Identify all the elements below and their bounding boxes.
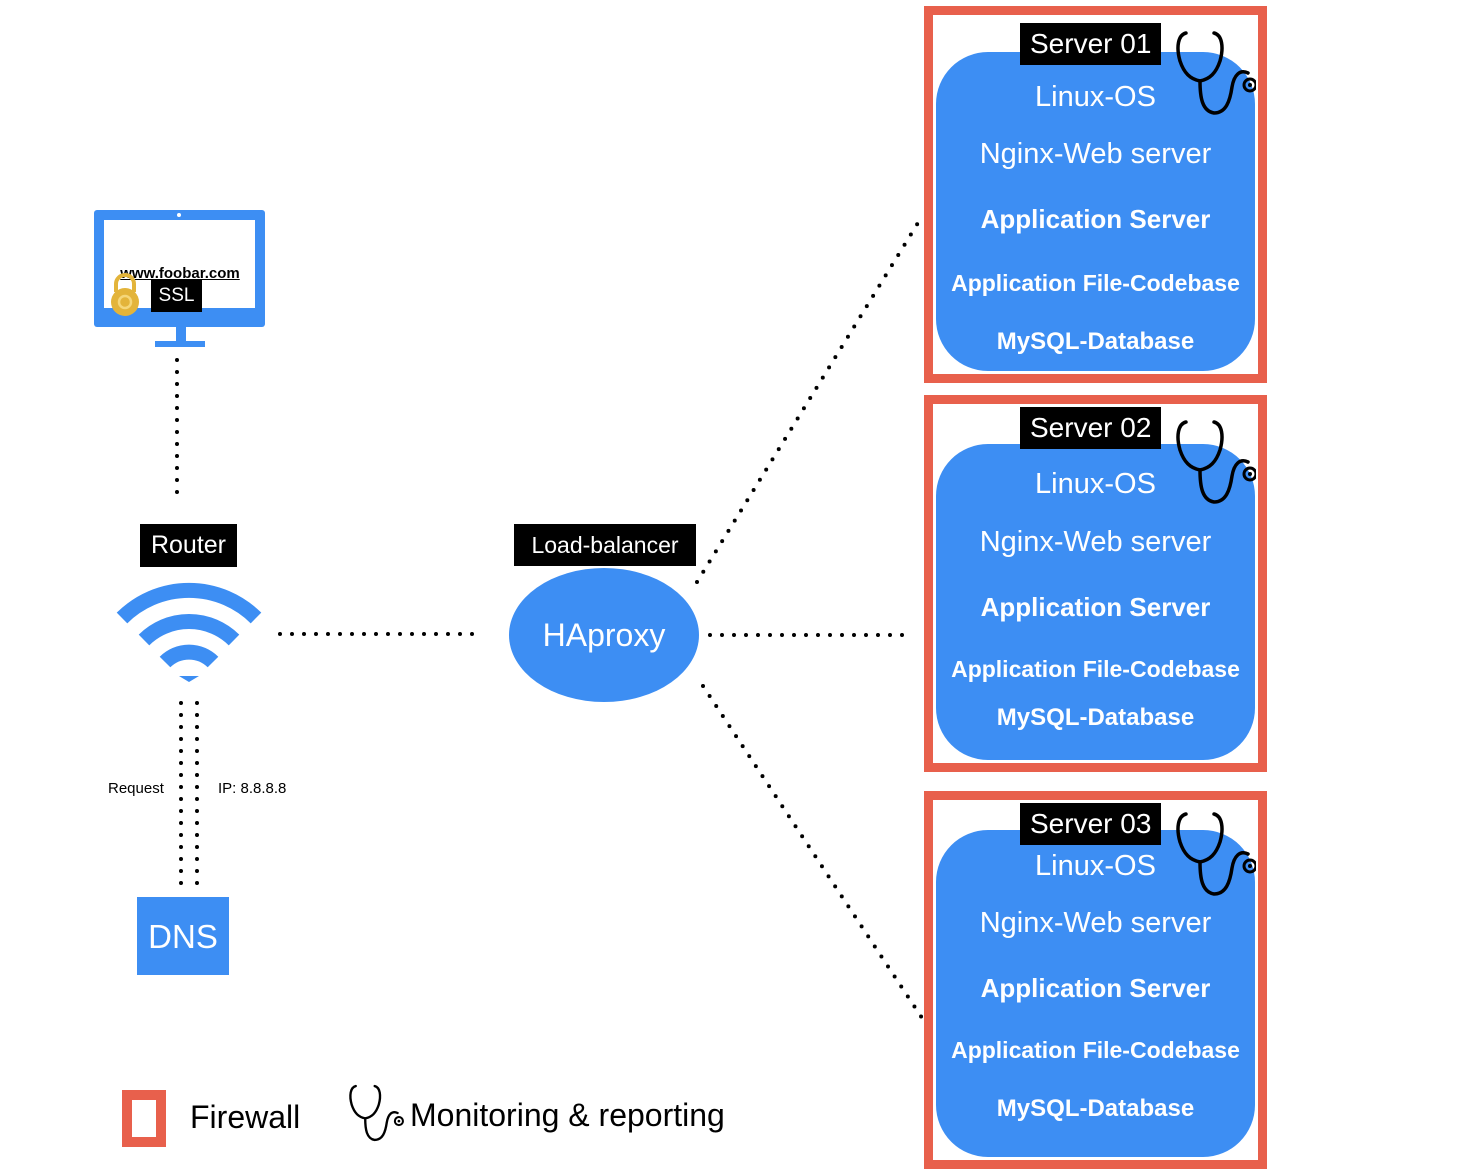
server-01-app-server: Application Server — [980, 204, 1211, 234]
server-02-firewall: Linux-OS Nginx-Web server Application Se… — [924, 395, 1267, 772]
dns-server: DNS — [137, 897, 229, 975]
router-label: Router — [140, 524, 237, 567]
server-01-os: Linux-OS — [1035, 81, 1156, 113]
server-02-os: Linux-OS — [1035, 468, 1156, 500]
stethoscope-icon — [1176, 420, 1256, 504]
server-02-stack: Linux-OS Nginx-Web server Application Se… — [936, 444, 1255, 760]
server-02-codebase: Application File-Codebase — [951, 656, 1240, 682]
server-01-web-server: Nginx-Web server — [979, 138, 1212, 170]
server-01-title: Server 01 — [1020, 23, 1162, 65]
ip-address-label: IP: 8.8.8.8 — [218, 780, 287, 797]
stethoscope-icon — [1176, 812, 1256, 896]
server-03-title: Server 03 — [1020, 803, 1162, 845]
server-03-codebase: Application File-Codebase — [951, 1037, 1240, 1063]
monitor-camera — [177, 213, 181, 217]
server-02-app-server: Application Server — [980, 592, 1211, 622]
stethoscope-icon — [1176, 31, 1256, 115]
load-balancer-label: Load-balancer — [514, 524, 696, 566]
server-03-firewall: Linux-OS Nginx-Web server Application Se… — [924, 791, 1267, 1169]
server-03-os: Linux-OS — [1035, 850, 1156, 882]
server-02-web-server: Nginx-Web server — [979, 526, 1212, 558]
server-03-database: MySQL-Database — [996, 1095, 1195, 1122]
haproxy-server01-link — [695, 216, 923, 584]
server-01-firewall: Linux-OS Nginx-Web server Application Se… — [924, 6, 1267, 383]
server-02-database: MySQL-Database — [996, 704, 1195, 731]
haproxy-node: HAproxy — [509, 568, 699, 702]
server-01-database: MySQL-Database — [996, 328, 1195, 355]
website-url[interactable]: www.foobar.com — [120, 265, 240, 282]
monitoring-legend-label: Monitoring & reporting — [410, 1097, 725, 1133]
firewall-legend-label: Firewall — [190, 1099, 301, 1135]
server-03-app-server: Application Server — [980, 973, 1211, 1003]
server-03-web-server: Nginx-Web server — [979, 907, 1212, 939]
request-label: Request — [108, 780, 164, 797]
server-01-codebase: Application File-Codebase — [951, 270, 1240, 296]
wifi-icon — [116, 582, 262, 682]
monitor-base — [155, 341, 205, 347]
stethoscope-icon — [349, 1084, 404, 1142]
firewall-legend-icon — [122, 1090, 166, 1147]
haproxy-server03-link — [701, 684, 924, 1020]
ssl-badge: SSL — [151, 280, 202, 312]
server-02-title: Server 02 — [1020, 407, 1162, 449]
lock-icon — [111, 273, 139, 316]
monitor-stand — [176, 327, 186, 341]
